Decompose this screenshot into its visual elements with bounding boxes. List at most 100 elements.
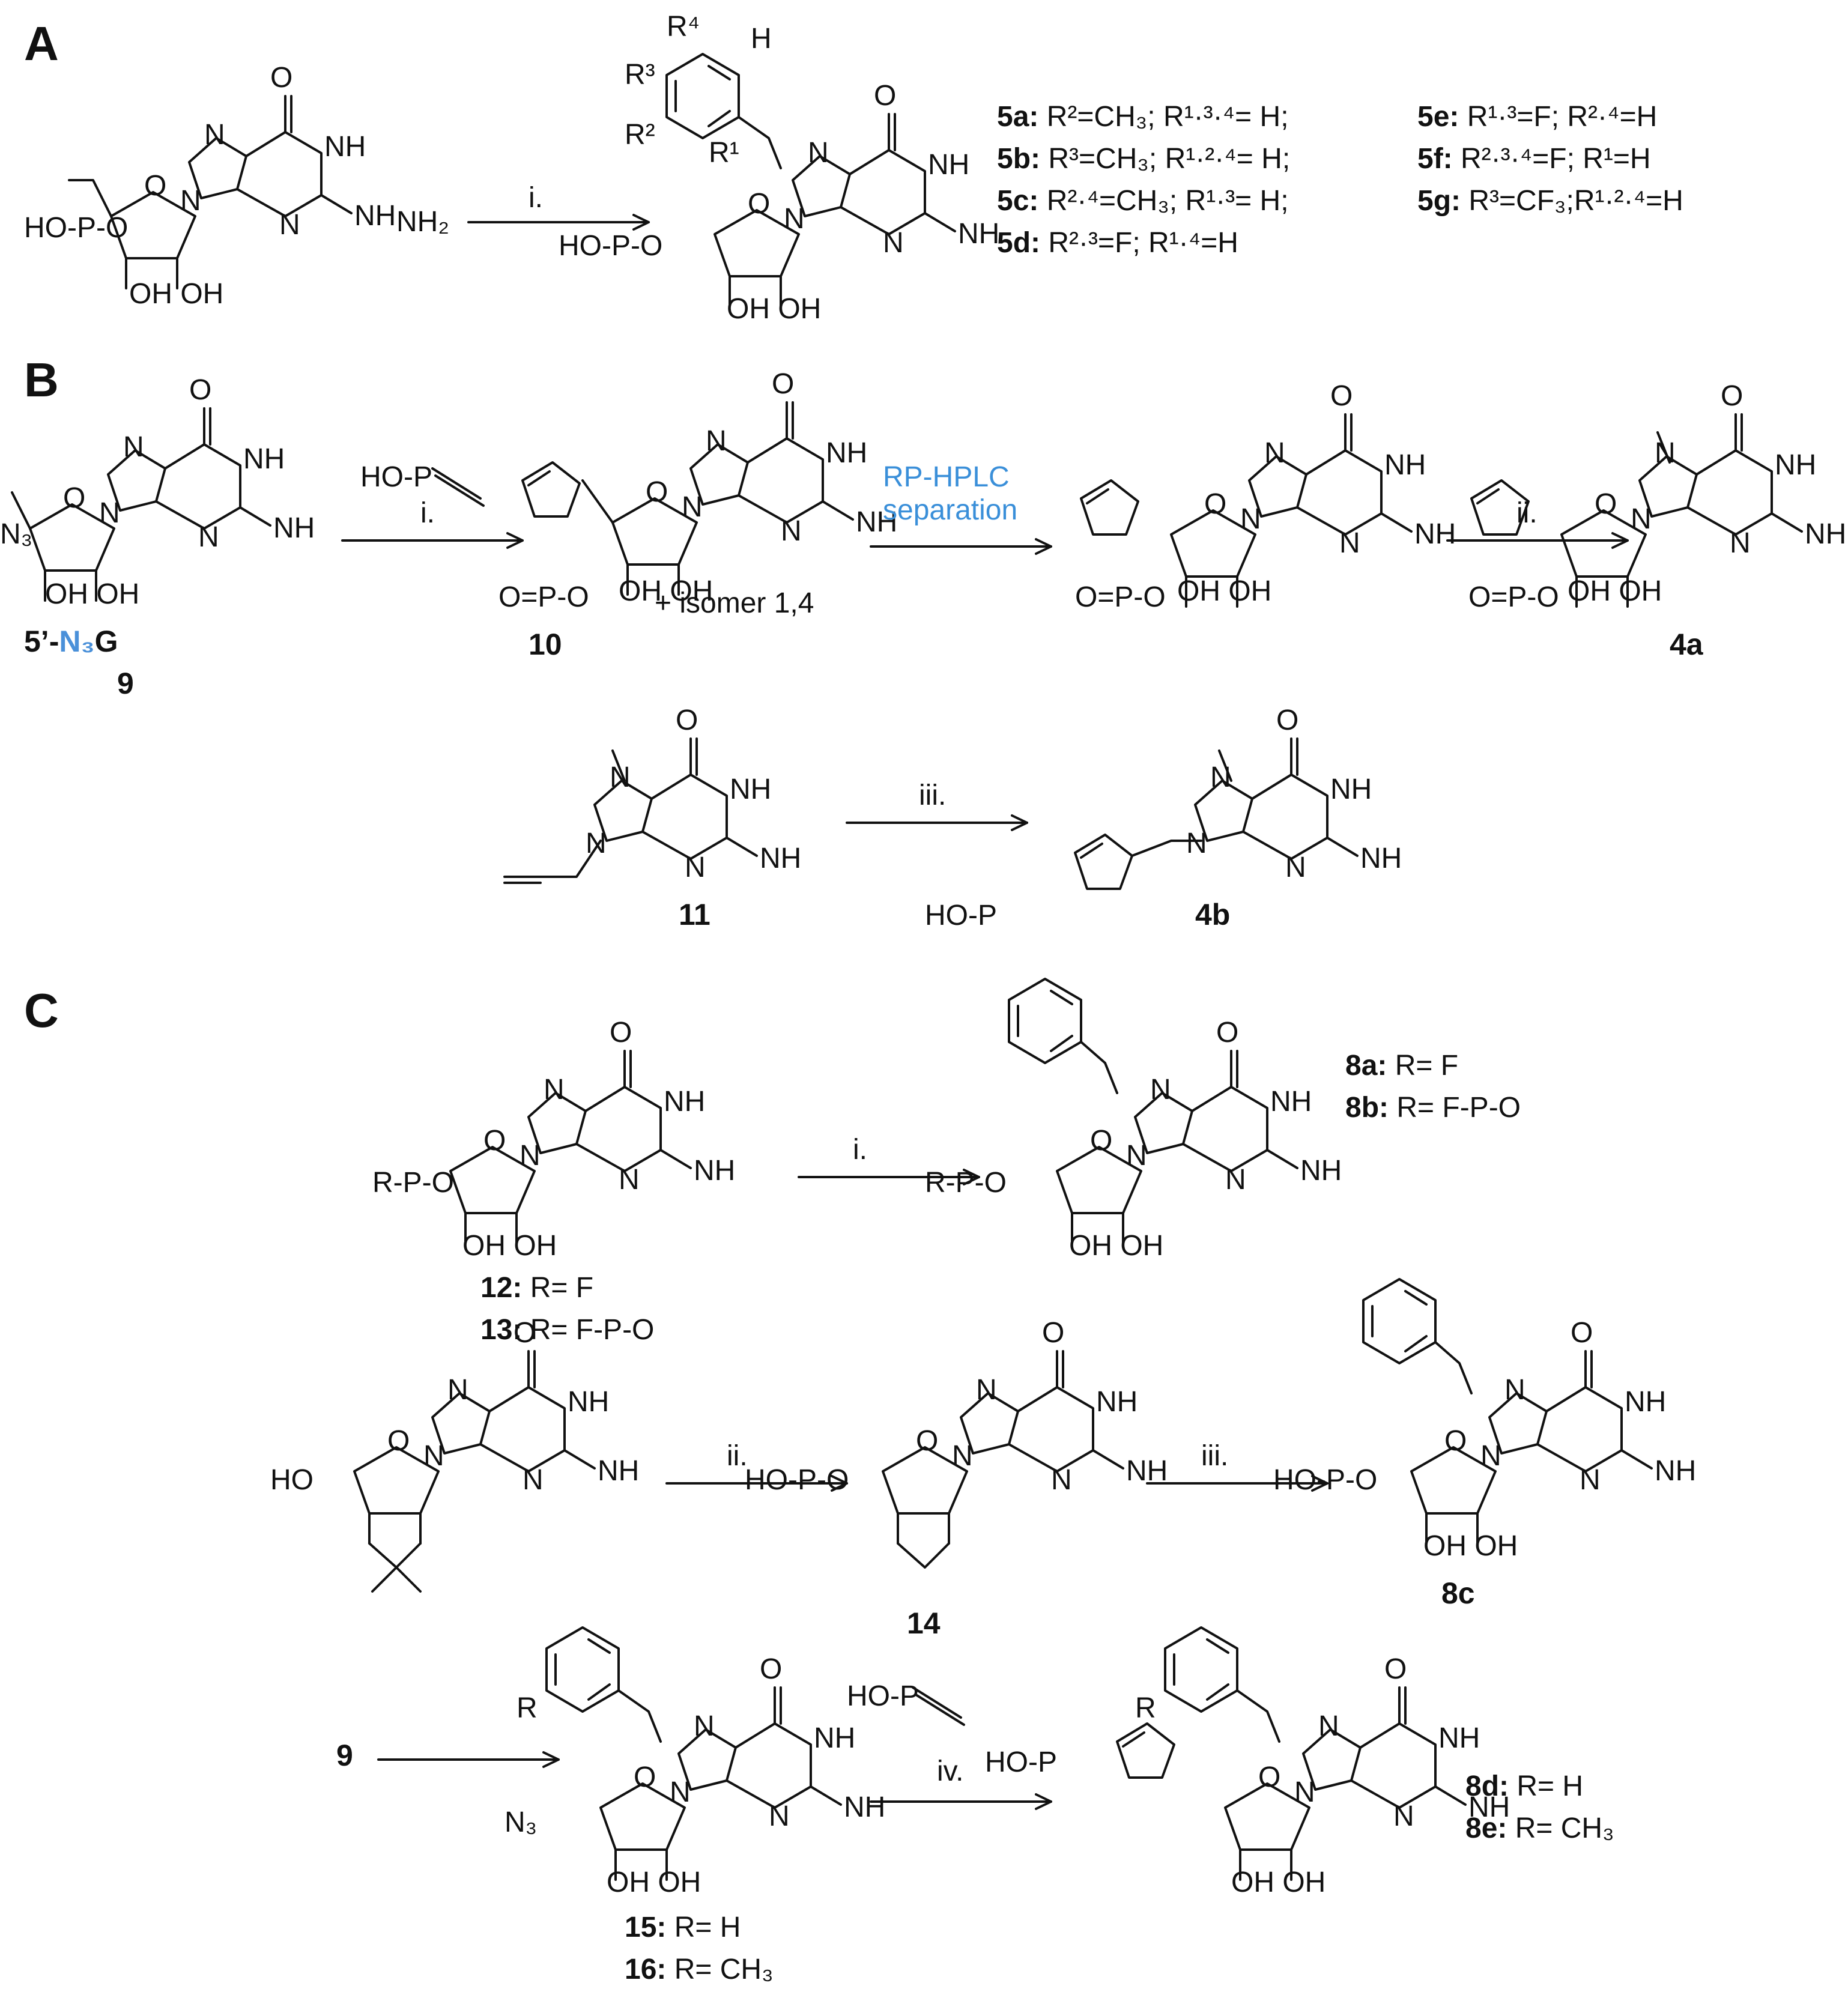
svg-text:OH OH: OH OH [619, 575, 713, 607]
compound-4b-structure: HO-P 4b [925, 703, 1404, 931]
svg-text:RP-HPLC: RP-HPLC [883, 461, 1010, 493]
svg-text:R¹: R¹ [709, 137, 739, 169]
compound-15-16-structure: R N₃ OH OH 15: R= H 16: R= CH₃ [504, 1626, 887, 1985]
svg-text:O=P-O: O=P-O [498, 581, 589, 613]
svg-text:9: 9 [117, 667, 134, 700]
svg-text:5a: R²=CH₃; R¹·³·⁴= H;: 5a: R²=CH₃; R¹·³·⁴= H; [997, 101, 1289, 133]
svg-text:16: R= CH₃: 16: R= CH₃ [625, 1954, 774, 1985]
svg-text:ii.: ii. [727, 1440, 748, 1472]
hplc-arrow: RP-HPLC separation [870, 461, 1052, 555]
svg-text:4b: 4b [1195, 898, 1230, 931]
svg-text:5b: R³=CH₃; R¹·²·⁴= H;: 5b: R³=CH₃; R¹·²·⁴= H; [997, 143, 1290, 175]
compound-14-structure: HO-P-O 14 [745, 1316, 1169, 1640]
svg-text:iii.: iii. [919, 780, 946, 811]
svg-text:5c: R²·⁴=CH₃; R¹·³= H;: 5c: R²·⁴=CH₃; R¹·³= H; [997, 185, 1289, 217]
section-label-c: C [24, 984, 59, 1037]
svg-text:10: 10 [529, 628, 562, 661]
section-label-a: A [24, 17, 59, 70]
gmp-structure: HO-P-O OH OH NH₂ [24, 61, 449, 310]
compound-8d-8e-structure: HO-P R OH OH 8d: R= H 8e: R= CH₃ [985, 1626, 1614, 1898]
svg-text:R-P-O: R-P-O [372, 1167, 454, 1199]
svg-text:OH OH: OH OH [1069, 1230, 1163, 1262]
svg-text:H: H [751, 23, 772, 55]
substituent-legend-a: 5a: R²=CH₃; R¹·³·⁴= H; 5b: R³=CH₃; R¹·²·… [997, 101, 1683, 259]
svg-text:OH OH: OH OH [727, 293, 821, 325]
arrow-a-i: i. [467, 182, 650, 231]
phosphonate-alkyne-reagent-b: HO-P [360, 461, 485, 507]
compound-9-structure: N₃ OH OH 5’-N₃G 9 [0, 373, 317, 700]
arrow-c-iv: iv. [870, 1755, 1052, 1810]
svg-text:R: R [1135, 1692, 1156, 1724]
svg-text:OH OH: OH OH [462, 1230, 557, 1262]
svg-text:OH OH: OH OH [1177, 575, 1271, 607]
acetonide-guanosine-structure: HO [270, 1316, 641, 1593]
svg-text:HO: HO [270, 1464, 314, 1496]
svg-text:5f: R²·³·⁴=F; R¹=H: 5f: R²·³·⁴=F; R¹=H [1417, 143, 1651, 175]
svg-text:OH OH: OH OH [607, 1866, 701, 1898]
svg-text:iv.: iv. [937, 1755, 963, 1787]
svg-text:9: 9 [336, 1739, 353, 1772]
svg-text:separation: separation [883, 494, 1017, 526]
svg-text:N₃: N₃ [504, 1806, 537, 1838]
svg-text:HO-P-O: HO-P-O [559, 230, 662, 262]
svg-text:O=P-O: O=P-O [1075, 581, 1166, 613]
svg-text:5e: R¹·³=F; R²·⁴=H: 5e: R¹·³=F; R²·⁴=H [1417, 101, 1657, 133]
svg-text:+ isomer 1,4: + isomer 1,4 [655, 587, 814, 619]
svg-text:HO-P: HO-P [360, 461, 432, 493]
benzylated-gmp-structure: HO-P-O OH OH R⁴ R³ R² R¹ H [559, 11, 1001, 325]
svg-text:HO-P-O: HO-P-O [745, 1464, 849, 1496]
section-label-b: B [24, 353, 59, 407]
arrow-c-ii: ii. [665, 1440, 848, 1492]
arrow-b-iii: iii. [846, 780, 1028, 831]
arrow-c-iii: iii. [1146, 1440, 1328, 1492]
arrow-c-i: i. [798, 1134, 980, 1185]
compound-8c-structure: HO-P-O OH OH 8c [1273, 1278, 1698, 1610]
svg-text:OH OH: OH OH [1423, 1530, 1518, 1562]
svg-text:4a: 4a [1670, 628, 1704, 661]
svg-text:i.: i. [853, 1134, 867, 1166]
svg-text:HO-P: HO-P [847, 1680, 919, 1712]
svg-text:8d: R= H: 8d: R= H [1465, 1770, 1583, 1802]
separated-isomer-structure: O=P-O OH OH [1075, 379, 1458, 613]
svg-text:11: 11 [679, 898, 710, 931]
svg-text:iii.: iii. [1201, 1440, 1228, 1472]
svg-text:i.: i. [529, 182, 543, 214]
phosphonate-alkyne-reagent-c: HO-P [847, 1680, 965, 1726]
svg-text:8c: 8c [1441, 1576, 1475, 1610]
svg-text:8a: R= F: 8a: R= F [1345, 1050, 1458, 1082]
svg-text:5d: R²·³=F; R¹·⁴=H: 5d: R²·³=F; R¹·⁴=H [997, 227, 1238, 259]
svg-text:HO-P-O: HO-P-O [1273, 1464, 1377, 1496]
svg-text:8b: R= F-P-O: 8b: R= F-P-O [1345, 1092, 1521, 1124]
svg-text:HO-P: HO-P [985, 1746, 1057, 1778]
compound-10-structure: O=P-O OH OH + isomer 1,4 10 [498, 367, 899, 661]
svg-text:N₃: N₃ [0, 518, 32, 550]
svg-text:OH OH: OH OH [1568, 575, 1662, 607]
svg-text:15: R= H: 15: R= H [625, 1912, 741, 1943]
svg-text:14: 14 [907, 1606, 941, 1640]
compound-11-structure: 11 [503, 703, 803, 931]
svg-text:R³: R³ [625, 59, 655, 91]
svg-text:HO-P: HO-P [925, 900, 997, 931]
amine-label: NH₂ [396, 206, 449, 238]
svg-text:OH OH: OH OH [45, 578, 139, 610]
svg-text:12: R= F: 12: R= F [480, 1272, 593, 1304]
compound-12-structure: R-P-O OH OH 12: R= F 13: R= F-P-O [372, 1016, 737, 1346]
svg-text:R: R [517, 1692, 538, 1724]
svg-text:13: R= F-P-O: 13: R= F-P-O [480, 1314, 654, 1346]
svg-text:8e: R= CH₃: 8e: R= CH₃ [1465, 1812, 1614, 1844]
benzylated-fluorophosphate-structure: R-P-O OH OH 8a: R= F 8b: R= F-P-O [925, 978, 1521, 1262]
svg-text:O=P-O: O=P-O [1468, 581, 1559, 613]
arrow-b-i: i. [341, 497, 524, 549]
svg-text:5’-N₃G: 5’-N₃G [24, 625, 118, 658]
svg-text:i.: i. [420, 497, 435, 529]
svg-text:OH OH: OH OH [1231, 1866, 1325, 1898]
svg-text:R²: R² [625, 119, 655, 151]
svg-text:5g: R³=CF₃;R¹·²·⁴=H: 5g: R³=CF₃;R¹·²·⁴=H [1417, 185, 1683, 217]
compound-4a-structure: O=P-O OH OH 4a [1468, 379, 1848, 661]
svg-text:R⁴: R⁴ [667, 11, 700, 43]
svg-text:OH OH: OH OH [129, 278, 223, 310]
svg-text:R-P-O: R-P-O [925, 1167, 1007, 1199]
compound-9-ref: 9 [336, 1739, 560, 1772]
svg-text:HO-P-O: HO-P-O [24, 212, 128, 244]
